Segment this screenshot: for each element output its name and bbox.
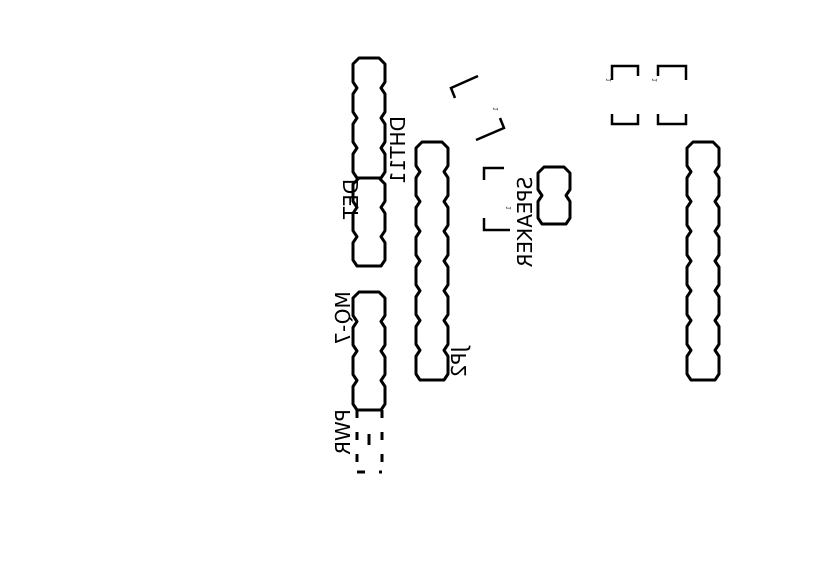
label-jp2: JP2	[447, 345, 471, 378]
bracket-tr2-bottom	[656, 114, 688, 126]
pin-marker: 1	[493, 107, 500, 111]
header-right	[685, 140, 721, 382]
label-dht11: DHT11	[386, 116, 410, 184]
pin-marker: 1	[606, 78, 613, 82]
label-pwr: PWR	[331, 409, 355, 455]
label-speaker: SPEAKER	[513, 177, 537, 268]
header-dht11	[351, 56, 387, 180]
label-mq7: MQ-7	[331, 291, 355, 345]
bracket-rotated-bottom	[475, 117, 506, 142]
bracket-rotated-top	[449, 74, 479, 99]
bracket-speaker-bottom	[482, 218, 510, 232]
pin-marker: 1	[652, 78, 659, 82]
bracket-tr1-top	[610, 64, 640, 80]
pin-marker: 1	[506, 206, 513, 210]
connector-pwr	[355, 410, 384, 474]
bracket-speaker-top	[482, 166, 504, 180]
bracket-tr1-bottom	[610, 114, 640, 126]
header-det	[351, 176, 387, 268]
header-speaker	[536, 165, 572, 226]
label-det: DET	[339, 179, 363, 220]
header-mq7	[351, 290, 387, 412]
bracket-tr2-top	[656, 64, 688, 80]
header-jp2	[414, 140, 450, 382]
